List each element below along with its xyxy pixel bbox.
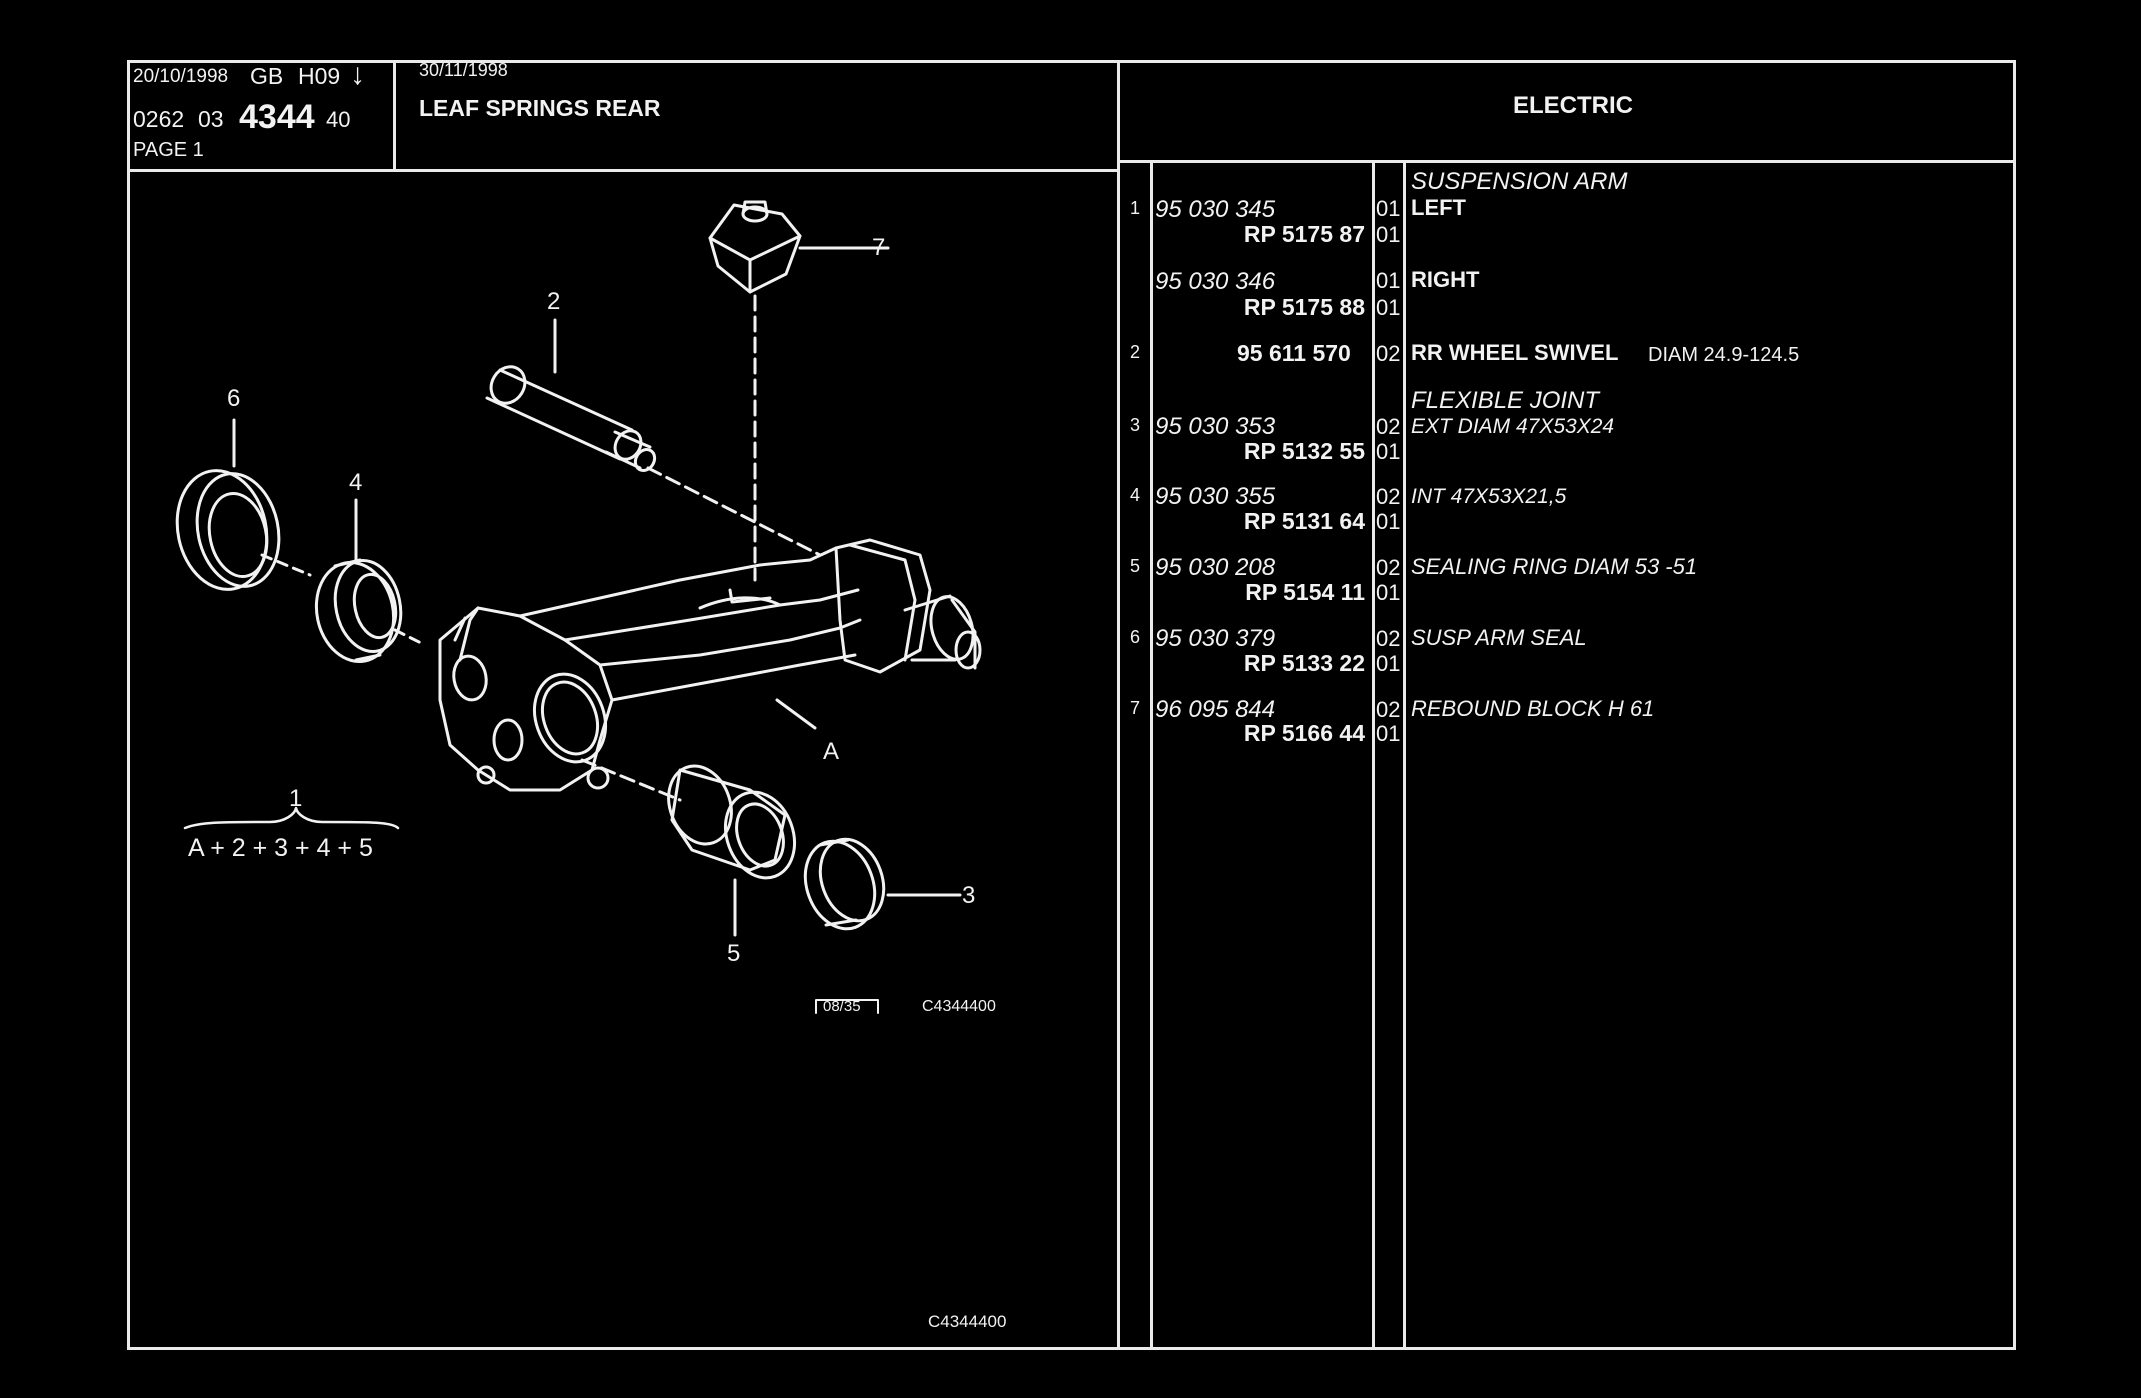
qty-code-2: 01	[1376, 295, 1401, 320]
part-ref: 96 095 844	[1155, 696, 1276, 723]
callout-A: A	[823, 738, 840, 765]
qty-code-2: 01	[1376, 439, 1401, 464]
header-date2: 30/11/1998	[419, 60, 508, 80]
rp-ref: RP 5154 11	[1245, 579, 1365, 605]
ext-joint-part	[803, 837, 962, 931]
qty-code: 02	[1376, 626, 1401, 651]
part-ref: 95 611 570	[1237, 340, 1351, 366]
part-desc: LEFT	[1411, 195, 1466, 220]
group-title: SUSPENSION ARM	[1411, 168, 1628, 195]
image-code: C4344400	[922, 998, 996, 1015]
qty-code: 02	[1376, 341, 1401, 366]
callout-2: 2	[547, 288, 561, 315]
part-desc: REBOUND BLOCK H 61	[1411, 696, 1655, 721]
qty-code-2: 01	[1376, 509, 1401, 534]
part-ref: 95 030 379	[1155, 625, 1276, 652]
boxed-code-frame	[815, 999, 879, 1014]
assembly-formula: A + 2 + 3 + 4 + 5	[188, 834, 373, 862]
col-line-2	[1372, 160, 1375, 1350]
rp-ref: RP 5131 64	[1243, 508, 1365, 534]
left-header-bottom	[127, 169, 1119, 172]
part-ref: 95 030 346	[1155, 268, 1276, 295]
wheel-swivel-part	[485, 318, 657, 472]
rp-ref: RP 5175 88	[1243, 294, 1365, 320]
qty-code: 02	[1376, 484, 1401, 509]
header-num-a: 0262	[133, 106, 185, 132]
callout-6: 6	[227, 385, 241, 412]
part-desc: RIGHT	[1411, 267, 1480, 292]
part-ref: 95 030 355	[1155, 483, 1276, 510]
qty-code: 02	[1376, 414, 1401, 439]
header-num-main: 4344	[239, 98, 315, 136]
qty-code-2: 01	[1376, 721, 1401, 746]
arm-seal-part	[175, 418, 312, 591]
assembly-brace	[183, 806, 400, 830]
callout-3: 3	[962, 882, 976, 909]
row-index: 7	[1130, 698, 1141, 718]
part-desc-detail: DIAM 24.9-124.5	[1648, 344, 1800, 366]
panel-divider	[1117, 60, 1120, 1350]
boxed-code: 08/35	[823, 998, 861, 1015]
header-country: GB	[250, 63, 284, 89]
header-cell-divider	[393, 60, 396, 170]
qty-code-2: 01	[1376, 651, 1401, 676]
subgroup-title: FLEXIBLE JOINT	[1411, 387, 1600, 414]
int-joint-part	[314, 498, 427, 664]
qty-code-2: 01	[1376, 580, 1401, 605]
callout-5: 5	[727, 940, 741, 967]
part-ref: 95 030 208	[1155, 554, 1276, 581]
row-index: 3	[1130, 415, 1141, 435]
sealing-ring-part	[667, 764, 796, 937]
part-desc: SEALING RING DIAM 53 -51	[1411, 554, 1698, 579]
qty-code: 02	[1376, 697, 1401, 722]
rp-ref: RP 5166 44	[1243, 720, 1365, 746]
header-date1: 20/10/1998	[133, 66, 229, 87]
outer-frame	[127, 60, 2016, 1350]
row-index: 1	[1130, 198, 1141, 218]
callout-1: 1	[289, 785, 303, 812]
right-header-bottom	[1117, 160, 2016, 163]
section-title: ELECTRIC	[1513, 92, 1633, 119]
part-desc: EXT DIAM 47X53X24	[1411, 415, 1615, 438]
part-desc: SUSP ARM SEAL	[1411, 625, 1587, 650]
row-index: 6	[1130, 627, 1141, 647]
part-desc: INT 47X53X21,5	[1411, 485, 1567, 508]
suspension-arm-part	[438, 538, 982, 792]
header-num-c: 40	[326, 107, 351, 132]
qty-code: 01	[1376, 196, 1401, 221]
callout-7: 7	[872, 234, 886, 261]
page-title: LEAF SPRINGS REAR	[419, 95, 661, 121]
rebound-block-part	[708, 200, 890, 294]
qty-code: 01	[1376, 268, 1401, 293]
part-desc: RR WHEEL SWIVEL	[1411, 340, 1619, 365]
down-arrow-icon: ↓	[350, 58, 365, 91]
header-page: PAGE 1	[133, 139, 204, 161]
row-index: 4	[1130, 485, 1141, 505]
rp-ref: RP 5132 55	[1243, 438, 1365, 464]
rp-ref: RP 5133 22	[1243, 650, 1365, 676]
row-index: 2	[1130, 342, 1141, 362]
qty-code: 02	[1376, 555, 1401, 580]
part-ref: 95 030 345	[1155, 196, 1276, 223]
footer-code: C4344400	[928, 1312, 1007, 1331]
col-line-3	[1403, 160, 1406, 1350]
qty-code-2: 01	[1376, 222, 1401, 247]
part-ref: 95 030 353	[1155, 413, 1276, 440]
callout-4: 4	[349, 469, 363, 496]
header-code-h: H09	[298, 63, 341, 89]
col-line-1	[1150, 160, 1153, 1350]
header-num-b: 03	[198, 106, 224, 132]
rp-ref: RP 5175 87	[1243, 221, 1365, 247]
row-index: 5	[1130, 556, 1141, 576]
